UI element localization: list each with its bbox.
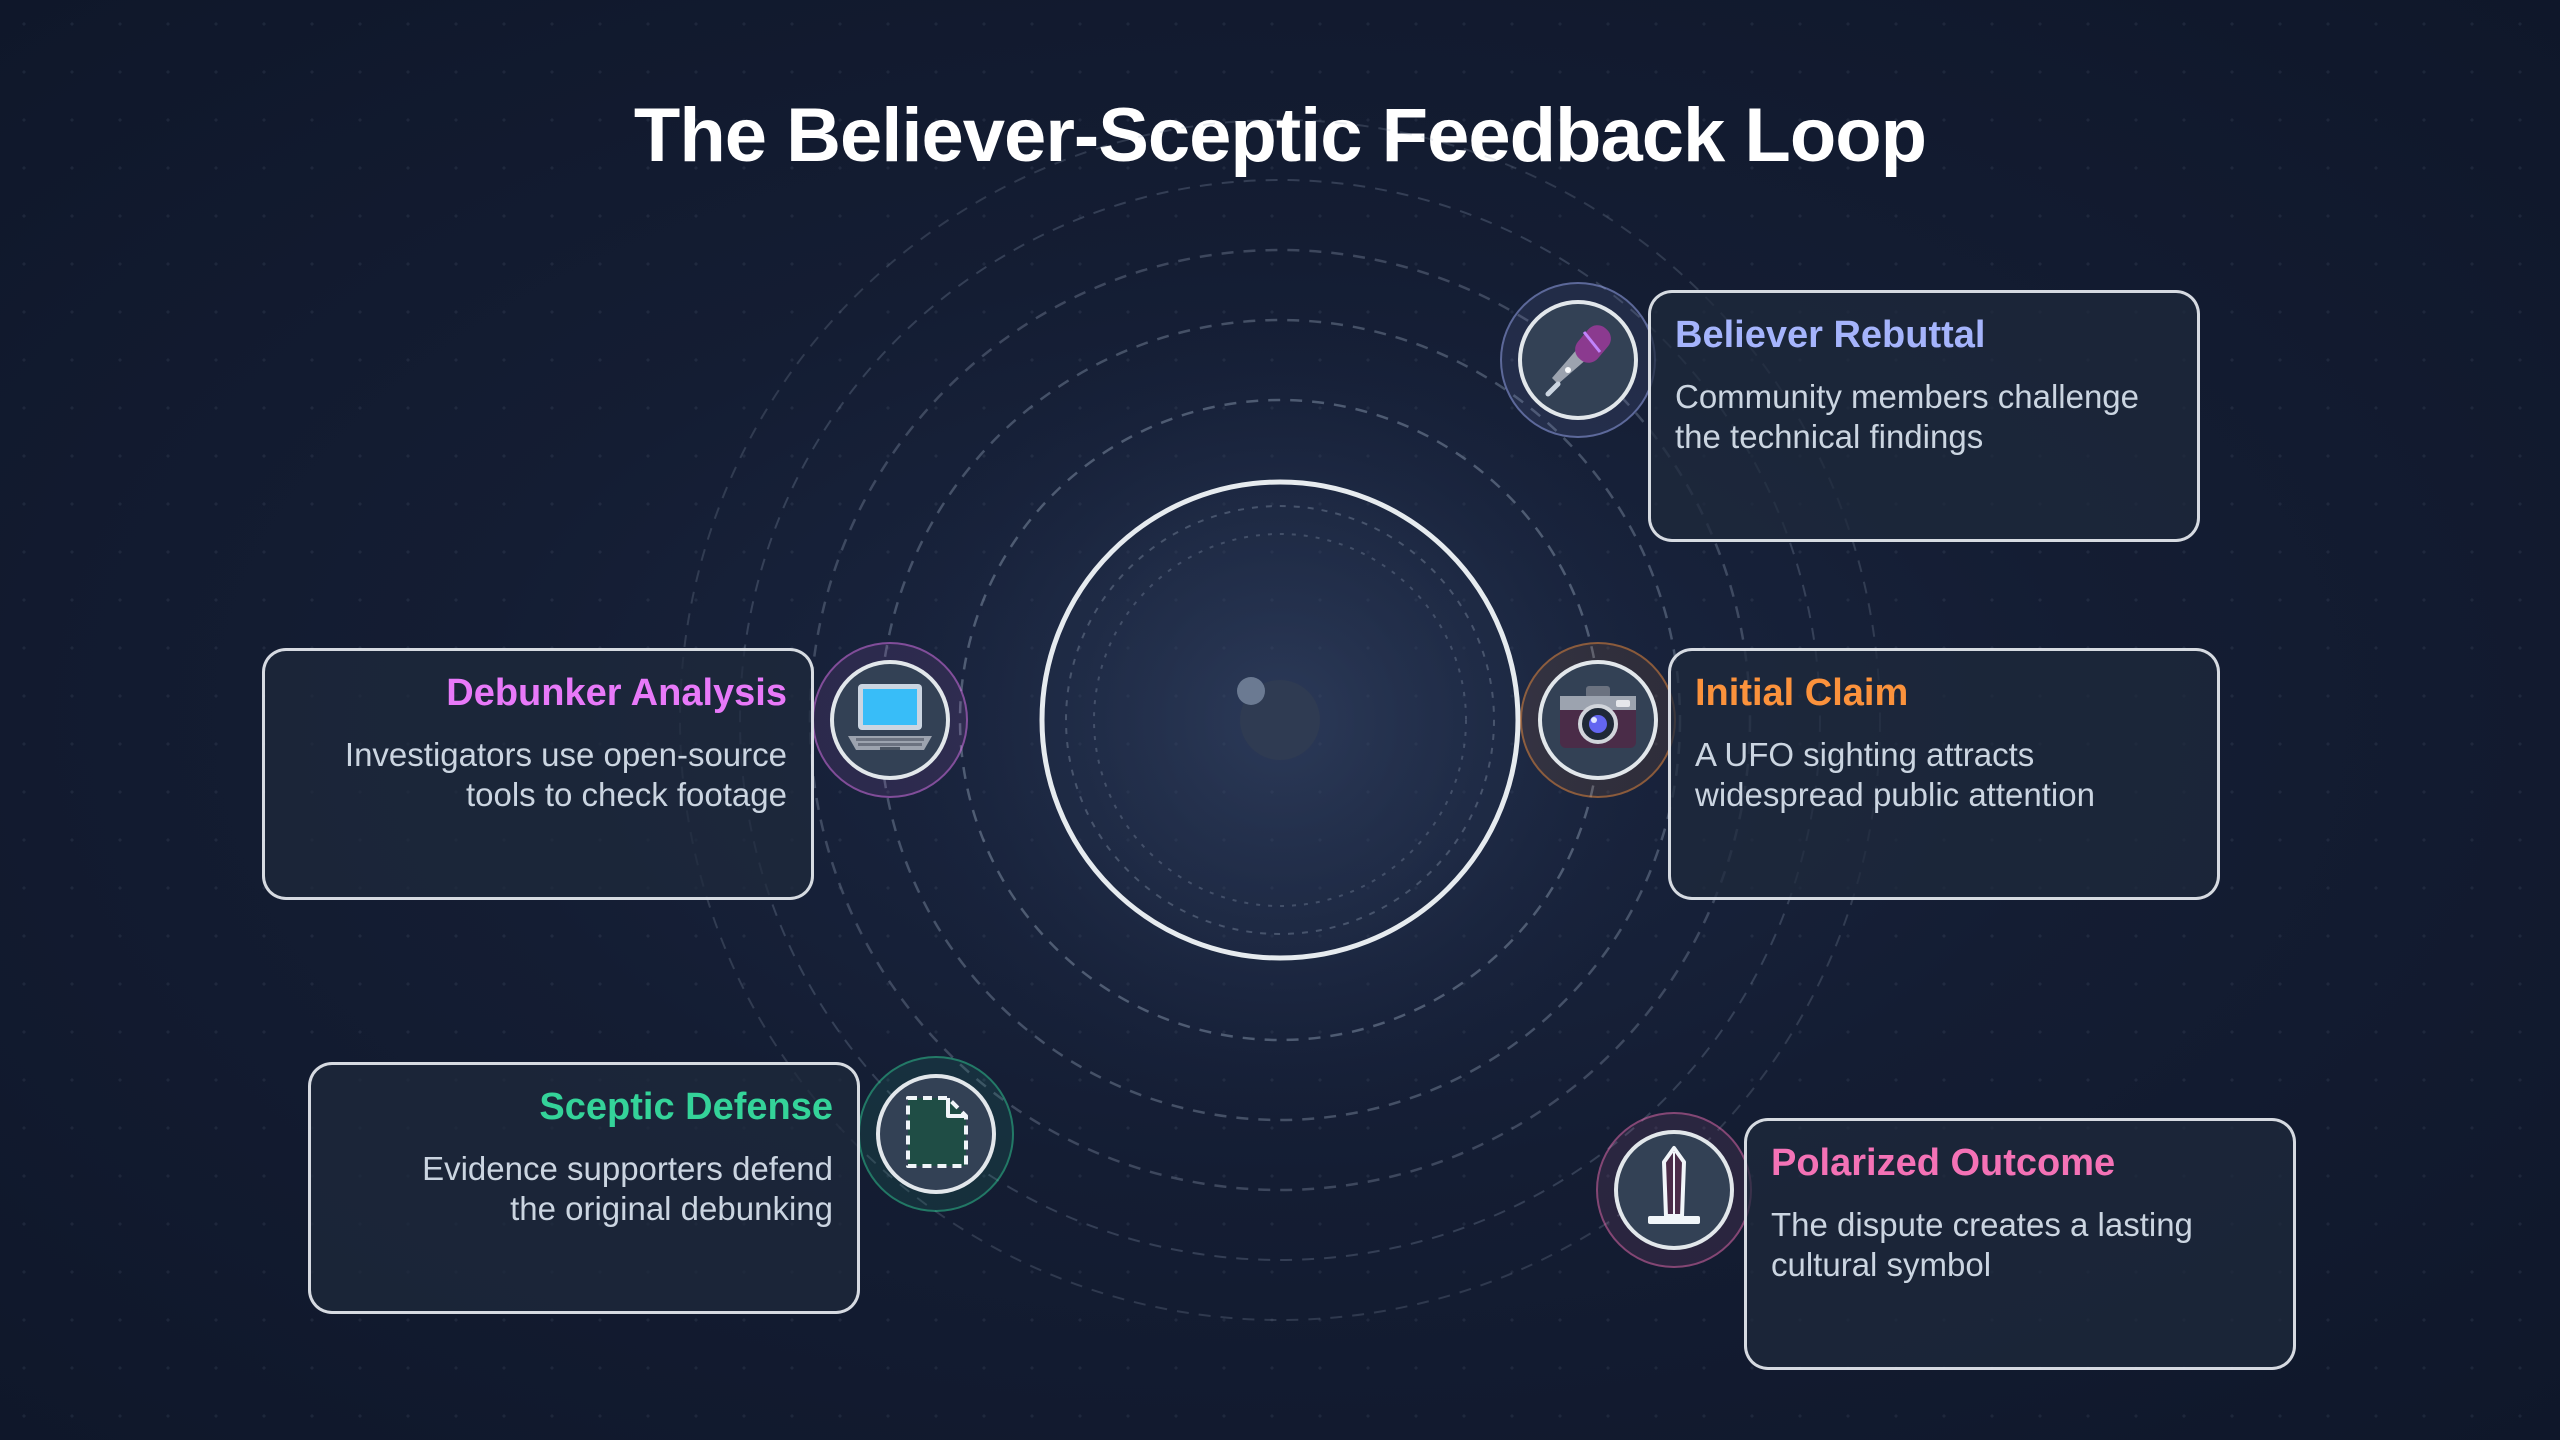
believer-node	[1518, 300, 1638, 420]
page-title: The Believer-Sceptic Feedback Loop	[633, 93, 1927, 178]
laptop-icon	[842, 670, 938, 771]
initial-title: Initial Claim	[1695, 672, 1909, 714]
polarized-node	[1614, 1130, 1734, 1250]
camera-icon	[1552, 672, 1644, 769]
debunker-title: Debunker Analysis	[446, 672, 787, 714]
debunker-node	[830, 660, 950, 780]
sceptic-card: Sceptic Defense Evidence supporters defe…	[308, 1062, 860, 1314]
debunker-card: Debunker Analysis Investigators use open…	[262, 648, 814, 900]
polarized-title: Polarized Outcome	[1771, 1142, 2116, 1184]
polarized-card: Polarized Outcome The dispute creates a …	[1744, 1118, 2296, 1370]
center-orb-highlight	[1237, 677, 1265, 705]
document-icon	[894, 1090, 978, 1179]
center-inner-ring-2	[1093, 533, 1467, 907]
believer-title: Believer Rebuttal	[1675, 314, 1986, 356]
microphone-icon	[1534, 314, 1622, 407]
monument-icon	[1632, 1142, 1716, 1239]
center-circle	[1039, 479, 1521, 961]
sceptic-title: Sceptic Defense	[539, 1086, 833, 1128]
believer-card: Believer Rebuttal Community members chal…	[1648, 290, 2200, 542]
initial-node	[1538, 660, 1658, 780]
center-inner-ring-1	[1065, 505, 1495, 935]
sceptic-node	[876, 1074, 996, 1194]
